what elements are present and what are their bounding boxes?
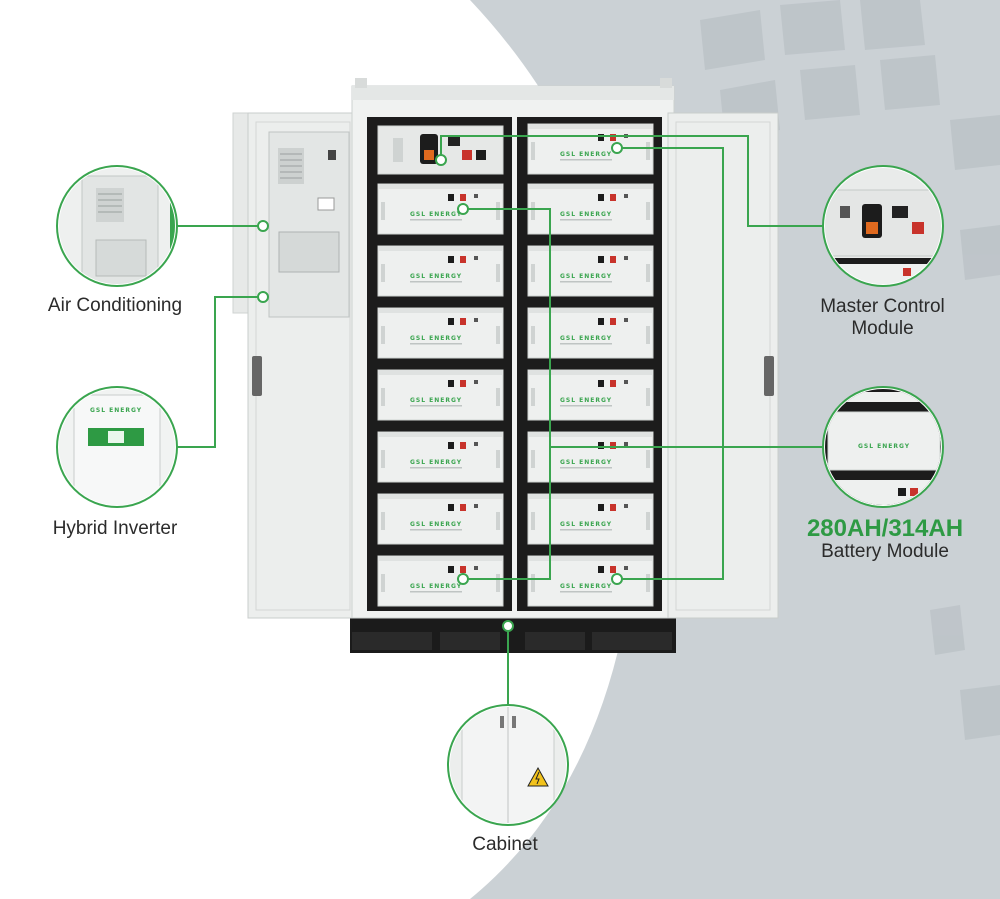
left-door	[232, 112, 359, 619]
master-control-callout	[822, 165, 944, 287]
connector-lines	[175, 135, 825, 707]
master-control-label-line1: Master Control	[820, 296, 945, 317]
battery-capacity-label: 280AH/314AH	[806, 515, 964, 542]
cabinet-callout	[447, 704, 569, 826]
module-brand-text: GSL ENERGY	[90, 407, 142, 414]
master-control-label-line2: Module	[851, 318, 914, 339]
air-conditioning-callout	[56, 165, 178, 287]
battery-module-callout: GSL ENERGY	[822, 386, 944, 508]
module-brand-text: GSL ENERGY	[858, 443, 910, 450]
hybrid-inverter-callout: GSL ENERGY	[56, 386, 178, 508]
air-conditioning-label: Air Conditioning	[47, 295, 183, 316]
cabinet-label: Cabinet	[472, 834, 538, 855]
battery-module-label: Battery Module	[821, 541, 949, 562]
connector-dots	[257, 142, 623, 632]
hybrid-inverter-label: Hybrid Inverter	[52, 518, 178, 539]
